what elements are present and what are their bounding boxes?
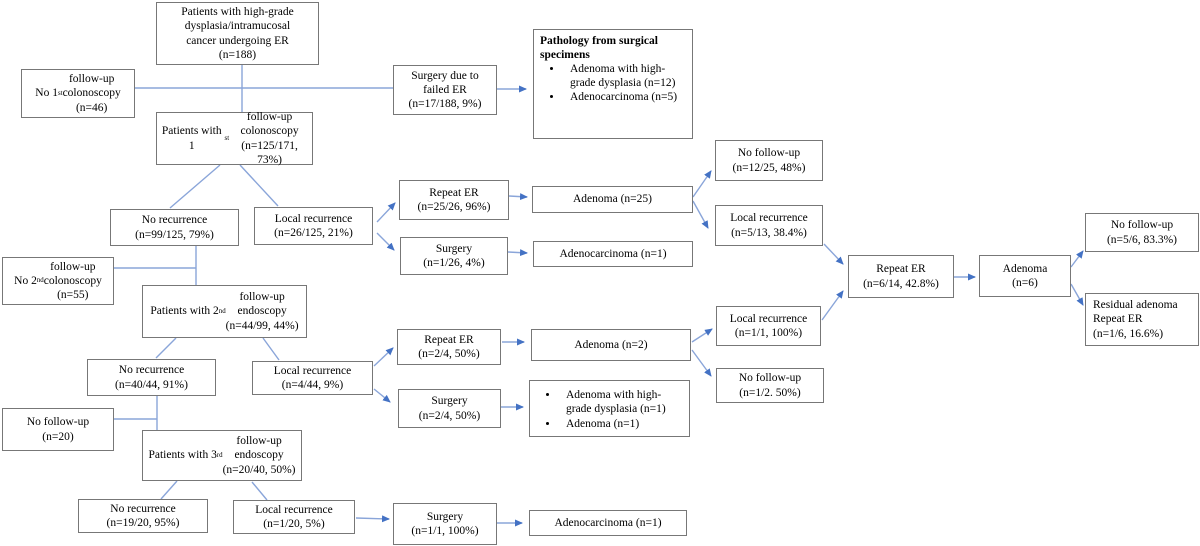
pathology-title: Pathology from surgical specimens [540,35,658,62]
connector-line [155,337,177,359]
pathology-list: Adenoma with high-grade dysplasia (n=12)… [540,62,686,104]
node-surgery-n1-26: Surgery (n=1/26, 4%) [400,237,508,275]
connector-arrow [355,515,390,523]
pathology-2-item: Adenoma with high-grade dysplasia (n=1) [559,388,683,416]
connector-arrow [691,328,713,343]
connector-arrow [823,243,844,265]
node-local-recurrence-n1-1: Local recurrence (n=1/1, 100%) [716,306,821,346]
connector-arrow [373,388,391,403]
node-no-recurrence-1: No recurrence (n=99/125, 79%) [110,209,239,246]
node-repeat-er-n25-26: Repeat ER (n=25/26, 96%) [399,180,509,220]
connector-arrow [508,193,528,201]
node-surgery-n1-1: Surgery (n=1/1, 100%) [393,503,497,545]
node-pathology-2: Adenoma with high-grade dysplasia (n=1) … [529,380,690,437]
pathology-2-list: Adenoma with high-grade dysplasia (n=1) … [536,388,683,430]
connector-arrow [1070,283,1084,306]
connector-arrow [376,232,395,251]
node-residual-adenoma: Residual adenoma Repeat ER (n=1/6, 16.6%… [1085,293,1199,346]
node-adenoma-n2: Adenoma (n=2) [531,329,691,361]
node-no-followup-n5-6: No follow-up (n=5/6, 83.3%) [1085,213,1199,252]
node-no-recurrence-3: No recurrence (n=19/20, 95%) [78,499,208,533]
node-surgery-failed-er: Surgery due to failed ER (n=17/188, 9%) [393,65,497,115]
connector-arrow [373,347,394,367]
connector-line [251,481,268,501]
node-no-followup-n20: No follow-up (n=20) [2,408,114,451]
connector-arrow [1070,250,1084,268]
node-adenoma-n25: Adenoma (n=25) [532,186,693,213]
node-adenocarcinoma-n1-a: Adenocarcinoma (n=1) [533,241,693,267]
node-local-recurrence-n5-13: Local recurrence (n=5/13, 38.4%) [715,205,823,246]
connector-line [160,480,178,500]
node-local-recurrence-n1-20: Local recurrence (n=1/20, 5%) [233,500,355,534]
connector-arrow [376,202,396,223]
node-adenocarcinoma-n1-b: Adenocarcinoma (n=1) [529,510,687,536]
connector-line [169,164,221,209]
node-repeat-er-n2-4: Repeat ER (n=2/4, 50%) [397,329,501,365]
connector-line [239,164,279,207]
pathology-item: Adenoma with high-grade dysplasia (n=12) [563,62,686,90]
node-no-followup-n12-25: No follow-up (n=12/25, 48%) [715,140,823,181]
node-patients-er-n188: Patients with high-grade dysplasia/intra… [156,2,319,65]
pathology-2-item: Adenoma (n=1) [559,417,683,431]
connector-arrow [507,249,528,257]
node-local-recurrence-1: Local recurrence (n=26/125, 21%) [254,207,373,245]
node-no-recurrence-2: No recurrence (n=40/44, 91%) [87,359,216,396]
node-pathology-surgical-specimens: Pathology from surgical specimens Adenom… [533,29,693,139]
connector-arrow [821,290,844,321]
connector-arrow [692,200,709,229]
connector-arrow [692,170,712,198]
node-repeat-er-n6-14: Repeat ER (n=6/14, 42.8%) [848,255,954,298]
connector-arrow [691,349,712,377]
node-adenoma-n6: Adenoma (n=6) [979,255,1071,297]
node-no-followup-n1-2: No follow-up (n=1/2. 50%) [716,368,824,403]
connector-line [262,337,280,361]
node-local-recurrence-n4-44: Local recurrence (n=4/44, 9%) [252,361,373,395]
pathology-item: Adenocarcinoma (n=5) [563,90,686,104]
node-surgery-n2-4: Surgery (n=2/4, 50%) [398,389,501,428]
